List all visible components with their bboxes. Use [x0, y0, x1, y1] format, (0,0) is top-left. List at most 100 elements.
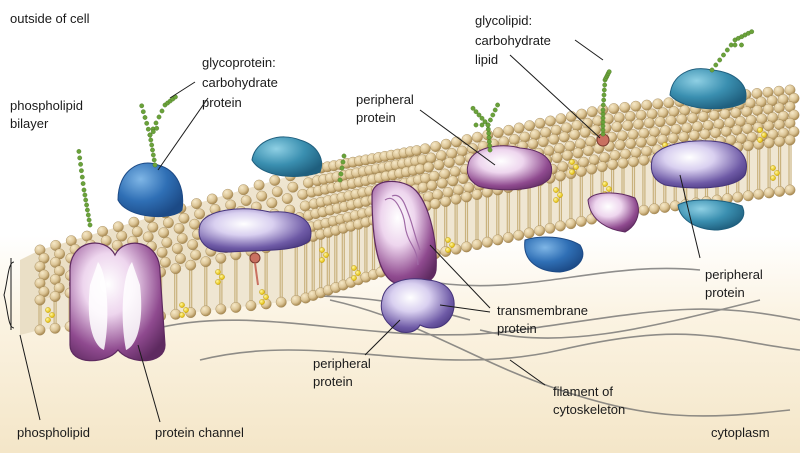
sugar-residue — [150, 152, 156, 158]
phospholipid-head — [513, 122, 525, 134]
phospholipid-head — [620, 148, 631, 160]
phospholipid-head — [569, 129, 580, 141]
phospholipid-head — [558, 131, 570, 143]
sugar-residue — [470, 105, 476, 111]
phospholipid-head — [545, 115, 556, 127]
sugar-residue — [601, 87, 607, 93]
phospholipid-head — [461, 241, 472, 253]
phospholipid-head — [630, 147, 642, 159]
phospholipid-head — [200, 305, 212, 317]
sugar-residue — [749, 29, 755, 35]
phospholipid-head — [161, 237, 173, 248]
phospholipid-head — [588, 154, 600, 166]
sugar-residue — [600, 127, 606, 133]
filament-label-2: cytoskeleton — [553, 402, 626, 417]
phospholipid-head — [432, 189, 443, 201]
phospholipid-head — [641, 145, 652, 157]
phospholipid-label: phospholipid — [17, 425, 91, 440]
phospholipid-head — [555, 170, 566, 182]
phospholipid-head — [513, 229, 525, 241]
sugar-residue — [732, 42, 738, 48]
cholesterol-molecule — [45, 317, 51, 323]
cholesterol-molecule — [219, 274, 225, 280]
teal-top-right-protein — [669, 68, 747, 110]
phospholipid-head — [158, 227, 170, 239]
phospholipid-head — [194, 208, 206, 220]
phospholipid-head — [617, 157, 629, 169]
sugar-residue — [149, 142, 155, 148]
glycolipid-lipid: lipid — [475, 52, 499, 67]
phospholipid-head — [596, 161, 608, 173]
sugar-residue — [600, 107, 606, 113]
cholesterol-molecule — [215, 279, 221, 285]
phospholipid-head — [599, 152, 610, 164]
magenta-embedded-protein — [587, 192, 639, 233]
phospholipid-head — [171, 243, 183, 255]
phospholipid-head — [189, 218, 201, 230]
phospholipid-head — [433, 159, 445, 171]
phospholipid-head — [492, 234, 504, 246]
purple-embedded-protein — [198, 208, 312, 253]
phospholipid-head — [509, 134, 520, 145]
phospholipid-head — [442, 186, 454, 198]
phospholipid-head — [574, 138, 586, 150]
cholesterol-molecule — [319, 247, 325, 253]
phospholipid-head — [548, 133, 560, 145]
peripheral-top-label-1: peripheral — [356, 92, 414, 107]
sugar-residue — [473, 109, 479, 115]
phospholipid-head — [245, 300, 257, 312]
cholesterol-molecule — [445, 237, 451, 243]
phospholipid-head — [128, 216, 140, 228]
peripheral-protein-top-shape — [466, 145, 552, 191]
phospholipid-head — [617, 130, 628, 142]
cholesterol-molecule — [445, 247, 451, 253]
sugar-residue — [492, 107, 498, 113]
sugar-residue — [81, 187, 87, 193]
phospholipid-head — [170, 263, 182, 275]
phospholipid-head — [299, 200, 311, 212]
cholesterol-molecule — [569, 159, 575, 165]
cholesterol-clusters — [45, 127, 780, 323]
sugar-residue — [488, 117, 493, 123]
sugar-residue — [159, 108, 165, 114]
phospholipid-head — [529, 129, 541, 141]
phospholipid-head — [446, 147, 458, 159]
phospholipid-head — [774, 135, 785, 147]
sugar-residue — [148, 137, 154, 143]
phospholipid-head — [456, 145, 468, 157]
phospholipid-head — [730, 107, 742, 119]
phospholipid-head — [271, 186, 283, 198]
cholesterol-molecule — [351, 275, 357, 281]
phospholipid-head — [633, 118, 644, 130]
phospholipid-head — [461, 191, 472, 203]
phospholipid-head — [471, 189, 483, 201]
phospholipid-head — [523, 227, 535, 239]
protein-channel-label: protein channel — [155, 425, 244, 440]
sugar-residue — [709, 67, 715, 73]
outside-label: outside of cell — [10, 11, 90, 26]
phospholipid-head — [638, 204, 650, 216]
glycoprotein-protein: protein — [202, 95, 242, 110]
phospholipid-head — [112, 221, 124, 233]
phospholipid-head — [176, 233, 188, 244]
phospholipid-head — [613, 112, 625, 124]
phospholipid-head — [719, 108, 731, 120]
phospholipid-head — [435, 150, 447, 162]
sugar-residue — [338, 171, 344, 177]
phospholipid-head — [710, 127, 721, 139]
phospholipid-head — [49, 291, 61, 302]
phospholipid-head — [564, 140, 576, 152]
sugar-residue — [150, 147, 155, 153]
sugar-residue — [77, 155, 83, 161]
phospholipid-head — [698, 111, 709, 123]
sugar-residue — [600, 115, 606, 121]
phospholipid-head — [481, 236, 493, 248]
sugar-residue — [86, 217, 92, 223]
phospholipid-head — [454, 154, 466, 166]
phospholipid-head — [611, 121, 623, 133]
cholesterol-molecule — [355, 270, 361, 276]
phospholipid-head — [215, 303, 227, 315]
phospholipid-head — [449, 166, 461, 178]
